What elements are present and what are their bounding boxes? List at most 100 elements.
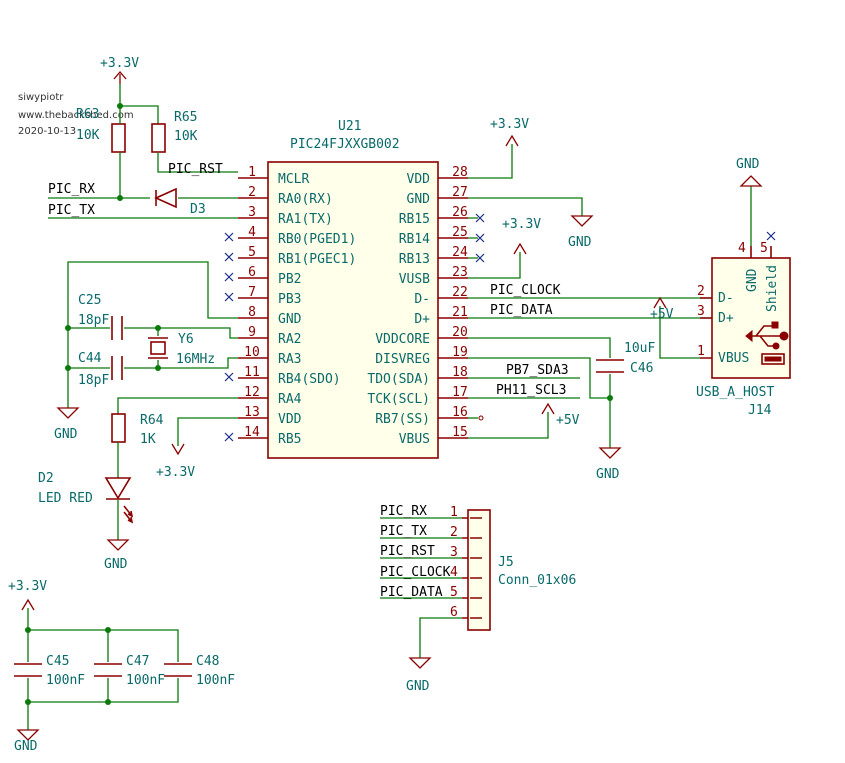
- d2-led: [104, 477, 132, 500]
- j14-pin-gnd-label: GND: [745, 268, 760, 292]
- u21-pin-name: RA2: [278, 332, 301, 347]
- c25-capacitor: [111, 316, 123, 340]
- u21-pin-number: 2: [248, 185, 256, 200]
- u21-pin-name: MCLR: [278, 172, 309, 187]
- u21-pin-name: RB15: [399, 212, 430, 227]
- u21-pin-name: D-: [414, 292, 430, 307]
- j5-header: PIC_RX PIC_TX PIC_RST PIC_CLOCK PIC_DATA…: [380, 504, 576, 694]
- u21-pin-name: TDO(SDA): [367, 372, 430, 387]
- author-credit: siwypiotr: [18, 92, 64, 103]
- u21-pin-number: 13: [244, 405, 260, 420]
- usb-icon: [745, 321, 789, 365]
- r65-resistor: [151, 123, 166, 153]
- u21-pin-name: DISVREG: [375, 352, 430, 367]
- u21-pin-number: 11: [244, 365, 260, 380]
- c48-value: 100nF: [196, 673, 235, 688]
- u21-pin-name: RB5: [278, 432, 301, 447]
- c25-value: 18pF: [78, 313, 109, 328]
- u21-pin-name: RB13: [399, 252, 430, 267]
- c45-value: 100nF: [46, 673, 85, 688]
- c44-ref: C44: [78, 351, 102, 366]
- j14-pin-dminus-label: D-: [718, 291, 734, 306]
- c44-capacitor: [111, 356, 123, 380]
- c45-ref: C45: [46, 654, 69, 669]
- u21-pin-name: PB3: [278, 292, 301, 307]
- y6-crystal: [150, 341, 166, 355]
- j5-pin-6: 6: [450, 605, 458, 620]
- j14-pin-vbus-num: 1: [697, 344, 705, 359]
- c47-value: 100nF: [126, 673, 165, 688]
- no-connect-left: [224, 232, 234, 442]
- net-pic-rst-label: PIC_RST: [168, 162, 223, 177]
- c46-capacitor: [596, 359, 624, 373]
- u21-body: [267, 161, 439, 459]
- u21-pin-number: 10: [244, 345, 260, 360]
- vdd13-section: +3.3V: [156, 417, 238, 480]
- j5-net-pic-rst: PIC_RST: [380, 544, 435, 559]
- v33-label-top: +3.3V: [100, 56, 139, 71]
- j5-net-pic-data: PIC_DATA: [380, 585, 443, 600]
- site-credit: www.thebackshed.com: [18, 110, 134, 121]
- d2-ref: D2: [38, 471, 54, 486]
- j14-pin-dplus-num: 3: [697, 304, 705, 319]
- y6-ref: Y6: [178, 332, 194, 347]
- gnd-label-usb: GND: [736, 157, 760, 172]
- j14-usb-connector: 2 3 1 D- D+ VBUS 4 5 GND Shield GND J14 …: [650, 157, 791, 418]
- u21-pin-number: 18: [452, 365, 468, 380]
- right-side-nets: +3.3V GND +3.3V PIC_CLOCK PIC_DATA GND 1…: [468, 117, 712, 482]
- u21-pin-name: PB2: [278, 272, 301, 287]
- rx-tx-lines: D3 PIC_RX PIC_TX: [48, 182, 238, 219]
- u21-pin-name: VUSB: [399, 272, 430, 287]
- u21-pin-number: 23: [452, 265, 468, 280]
- j5-body: [467, 509, 491, 631]
- gnd-label-j5: GND: [406, 679, 430, 694]
- j14-pin-vbus-label: VBUS: [718, 351, 749, 366]
- v33-label-vdd13: +3.3V: [156, 465, 195, 480]
- u21-pin-number: 27: [452, 185, 468, 200]
- u21-pin-name: GND: [407, 192, 431, 207]
- c48-capacitor: [164, 663, 192, 677]
- c44-value: 18pF: [78, 373, 109, 388]
- u21-pin-number: 3: [248, 205, 256, 220]
- u21-value: PIC24FJXXGB002: [290, 137, 400, 152]
- v5-label-vbus: +5V: [556, 413, 580, 428]
- v5-label-usb: +5V: [650, 307, 674, 322]
- u21-pin-number: 16: [452, 405, 468, 420]
- u21-pin-number: 17: [452, 385, 468, 400]
- r65-ref: R65: [174, 110, 197, 125]
- u21-pin-number: 21: [452, 305, 468, 320]
- u21-ref: U21: [338, 119, 361, 134]
- gnd-label-c46: GND: [596, 467, 620, 482]
- j14-pin-shield-num: 5: [760, 241, 768, 256]
- u21-pin-name: RB1(PGEC1): [278, 252, 356, 267]
- crystal-section: GND C25 18pF C44 18pF Y6 16MHz: [54, 261, 238, 442]
- r63-ref: R63: [76, 107, 99, 122]
- j14-pin-shield-label: Shield: [765, 265, 780, 312]
- u21-right-pins: 28VDD27GND26RB1525RB1424RB1323VUSB22D-21…: [367, 165, 468, 447]
- net-pic-clock-label: PIC_CLOCK: [490, 283, 561, 298]
- j14-pin-dplus-label: D+: [718, 311, 734, 326]
- u21-pin-number: 4: [248, 225, 256, 240]
- u21-pin-number: 8: [248, 305, 256, 320]
- c48-ref: C48: [196, 654, 219, 669]
- u21-pin-number: 22: [452, 285, 468, 300]
- gnd-label-crystal: GND: [54, 427, 78, 442]
- c45-capacitor: [14, 663, 42, 677]
- u21-pin-name: RA4: [278, 392, 302, 407]
- r65-value: 10K: [174, 129, 198, 144]
- u21-pin-name: VDD: [278, 412, 302, 427]
- u21-pin-name: VBUS: [399, 432, 430, 447]
- net-sda-label: PB7_SDA3: [506, 363, 569, 378]
- decoupling-caps: +3.3V GND C45 100nF C47 100nF C48 100nF: [8, 579, 235, 754]
- v33-label-decoupling: +3.3V: [8, 579, 47, 594]
- net-scl-label: PH11_SCL3: [496, 383, 566, 398]
- j5-pin-2: 2: [450, 525, 458, 540]
- u21-pin-number: 12: [244, 385, 260, 400]
- r63-value: 10K: [76, 128, 100, 143]
- net-pic-rx-label: PIC_RX: [48, 182, 95, 197]
- r64-ref: R64: [140, 413, 164, 428]
- gnd-label-led: GND: [104, 557, 128, 572]
